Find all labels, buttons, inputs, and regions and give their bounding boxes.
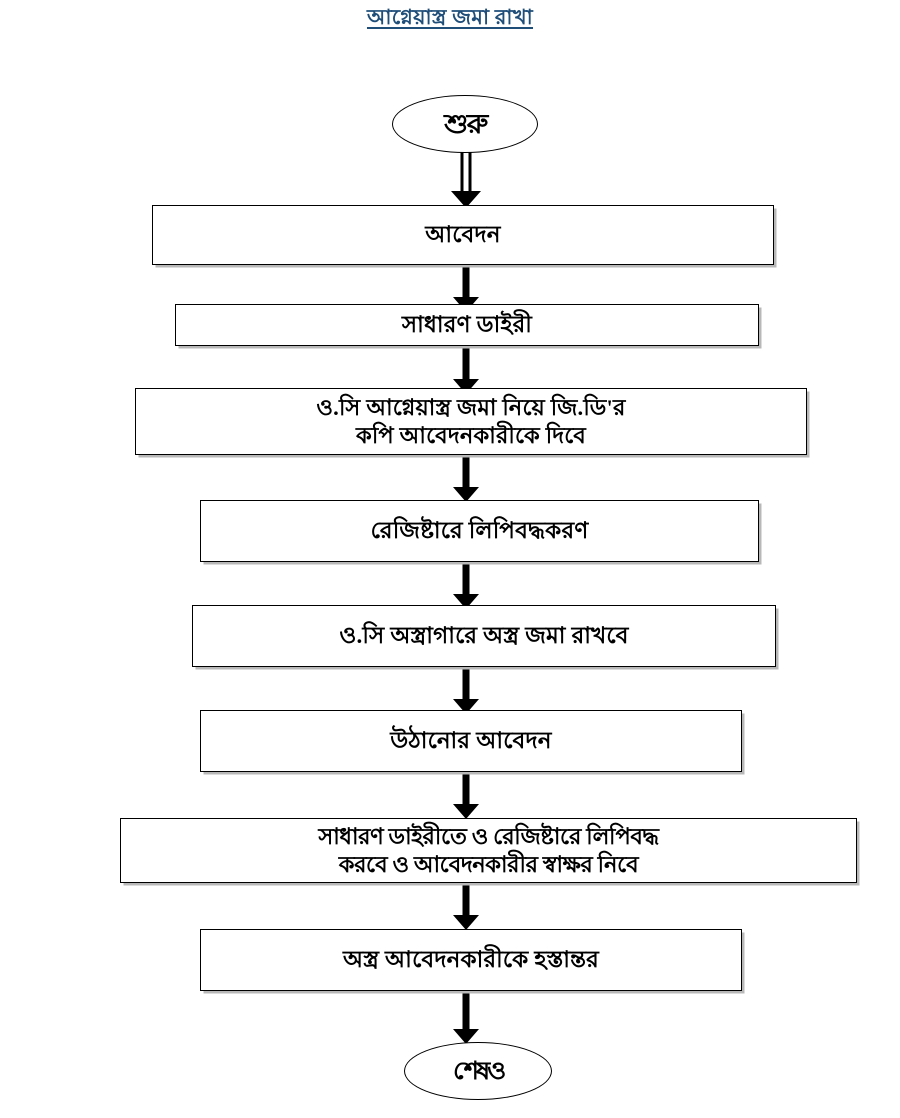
flow-node-end[interactable]: শেষও — [404, 1042, 552, 1100]
arrowhead-icon — [453, 915, 479, 930]
connector-shaft — [462, 262, 470, 299]
flow-node-armory-deposit-label: ও.সি অস্ত্রাগারে অস্ত্র জমা রাখবে — [339, 623, 629, 649]
flow-node-end-label: শেষও — [452, 1057, 506, 1085]
connector-withdrawal-application-to-diary-register-signature — [453, 769, 479, 819]
connector-oc-gd-copy-to-register-entry — [453, 452, 479, 502]
connector-shaft — [460, 150, 472, 194]
flow-node-oc-gd-copy-to-applicant-label: ও.সি আগ্নেয়াস্ত্র জমা নিয়ে জি.ডি'র কপি… — [316, 395, 626, 448]
connector-register-entry-to-armory-deposit — [453, 559, 479, 609]
flow-node-application[interactable]: আবেদন — [152, 205, 774, 265]
connector-shaft — [462, 988, 470, 1031]
connector-start-to-application — [451, 150, 481, 208]
flow-node-register-entry-label: রেজিষ্টারে লিপিবদ্ধকরণ — [370, 518, 589, 544]
connector-shaft — [462, 559, 470, 596]
connector-shaft — [462, 769, 470, 806]
flow-node-start[interactable]: শুরু — [392, 95, 538, 153]
flow-node-diary-register-signature-label: সাধারণ ডাইরীতে ও রেজিষ্টারে লিপিবদ্ধ করব… — [318, 824, 659, 877]
flow-node-oc-gd-copy-to-applicant[interactable]: ও.সি আগ্নেয়াস্ত্র জমা নিয়ে জি.ডি'র কপি… — [135, 388, 807, 455]
flow-node-diary-register-signature[interactable]: সাধারণ ডাইরীতে ও রেজিষ্টারে লিপিবদ্ধ করব… — [120, 818, 857, 883]
flow-node-withdrawal-application[interactable]: উঠানোর আবেদন — [200, 710, 742, 772]
flow-node-general-diary[interactable]: সাধারণ ডাইরী — [175, 304, 759, 346]
flow-node-weapon-handover-label: অস্ত্র আবেদনকারীকে হস্তান্তর — [342, 947, 600, 973]
arrowhead-icon — [453, 1029, 479, 1044]
arrowhead-icon — [453, 804, 479, 819]
page-title: আগ্নেয়াস্ত্র জমা রাখা — [366, 5, 534, 29]
flow-node-application-label: আবেদন — [425, 222, 501, 248]
connector-shaft — [462, 880, 470, 917]
arrowhead-icon — [453, 487, 479, 502]
flow-node-weapon-handover[interactable]: অস্ত্র আবেদনকারীকে হস্তান্তর — [200, 929, 742, 991]
flow-node-withdrawal-application-label: উঠানোর আবেদন — [390, 728, 552, 754]
arrowhead-icon — [451, 191, 481, 208]
flow-node-general-diary-label: সাধারণ ডাইরী — [401, 312, 533, 338]
connector-armory-deposit-to-withdrawal-application — [453, 664, 479, 714]
connector-diary-register-signature-to-handover — [453, 880, 479, 930]
connector-shaft — [462, 452, 470, 489]
connector-handover-to-end — [453, 988, 479, 1044]
flow-node-register-entry[interactable]: রেজিষ্টারে লিপিবদ্ধকরণ — [200, 500, 759, 562]
connector-shaft — [462, 344, 470, 381]
flow-node-armory-deposit[interactable]: ও.সি অস্ত্রাগারে অস্ত্র জমা রাখবে — [192, 605, 776, 667]
connector-general-diary-to-oc-gd-copy — [453, 344, 479, 394]
flow-node-start-label: শুরু — [443, 108, 488, 139]
connector-shaft — [462, 664, 470, 701]
